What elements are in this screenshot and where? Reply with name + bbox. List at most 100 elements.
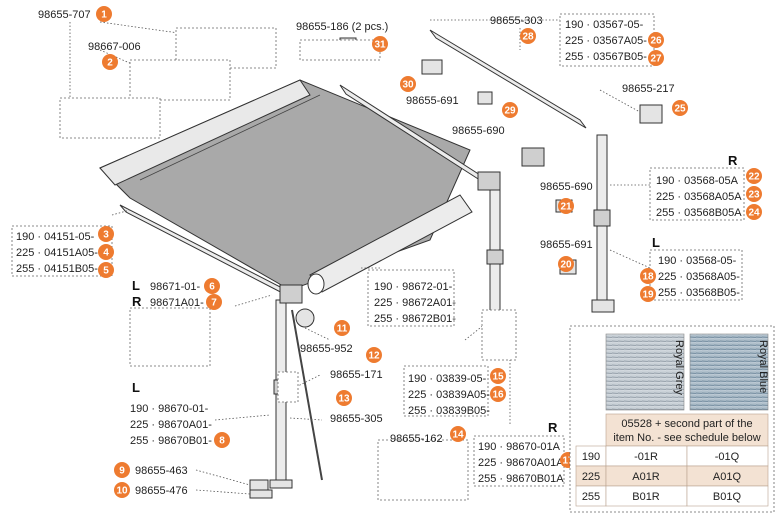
row-size: 225 (582, 471, 600, 483)
callout-31: 31 (372, 36, 388, 52)
row-grey: B01R (632, 491, 660, 503)
callout-19: 19 (640, 286, 656, 302)
callout-22: 22 (746, 168, 762, 184)
callout-9: 9 (114, 462, 130, 478)
svg-text:2: 2 (107, 58, 113, 69)
svg-text:5: 5 (103, 266, 109, 277)
part-labels: 98655-707 98667-006 190 · 04151-05- 225 … (11, 9, 745, 497)
svg-text:22: 22 (748, 172, 760, 183)
label-part-8b: 225 · 98670A01- (130, 419, 212, 431)
svg-text:8: 8 (219, 436, 225, 447)
svg-text:11: 11 (337, 324, 348, 335)
label-part-17b: 225 · 98670A01A (478, 457, 564, 469)
label-part-30: 98655-691 (406, 95, 459, 107)
callouts: 1 2 3 4 5 6 7 8 9 10 11 12 13 14 15 16 1… (96, 6, 762, 498)
box-part-15 (481, 309, 517, 361)
label-side-R-17: R (548, 420, 558, 435)
callout-6: 6 (204, 278, 220, 294)
svg-text:29: 29 (504, 106, 516, 117)
callout-8: 8 (214, 432, 230, 448)
callout-15: 15 (490, 368, 506, 384)
label-side-R-22: R (728, 153, 738, 168)
clip-part-11 (295, 308, 315, 328)
right-end-cap (477, 171, 501, 191)
foot-part-9 (249, 479, 269, 491)
standing-leg-clamp (593, 209, 611, 227)
label-part-26a: 190 · 03567-05- (565, 19, 644, 31)
svg-text:17: 17 (562, 456, 574, 467)
callout-2: 2 (102, 54, 118, 70)
label-part-20: 98655-691 (540, 239, 593, 251)
standing-leg-foot (591, 299, 615, 313)
callout-5: 5 (98, 262, 114, 278)
label-part-13: 98655-305 (330, 413, 383, 425)
row-blue: A01Q (713, 471, 742, 483)
callout-14: 14 (450, 426, 466, 442)
callout-27: 27 (648, 50, 664, 66)
svg-text:3: 3 (103, 230, 109, 241)
swatch-royal-grey (605, 333, 685, 411)
row-blue: B01Q (713, 491, 742, 503)
label-part-2: 98667-006 (88, 41, 141, 53)
box-part-15-16 (403, 365, 489, 417)
swatch-royal-blue (689, 333, 769, 411)
svg-text:9: 9 (119, 466, 125, 477)
box-part-1c (59, 97, 161, 139)
label-part-5: 255 · 04151B05- (16, 263, 98, 275)
callout-29: 29 (502, 102, 518, 118)
left-leg-foot (269, 479, 293, 489)
callout-3: 3 (98, 226, 114, 242)
label-part-22: 190 · 03568-05A (656, 175, 739, 187)
box-part-17 (473, 435, 565, 487)
box-part-2 (129, 59, 231, 101)
svg-text:13: 13 (338, 394, 350, 405)
callout-7: 7 (206, 294, 222, 310)
callout-10: 10 (114, 482, 130, 498)
box-part-14 (377, 439, 469, 501)
callout-30: 30 (400, 76, 416, 92)
table-row: 225 A01R A01Q (575, 465, 769, 487)
swatch-label-grey: Royal Grey (673, 340, 685, 396)
awning-fabric-roll (99, 79, 311, 186)
label-part-29: 98655-690 (452, 125, 505, 137)
top-rafter (429, 29, 587, 129)
box-part-22-24 (649, 167, 745, 221)
label-part-7: 98671A01- (150, 297, 204, 309)
label-side-L-6: L (132, 278, 140, 293)
callout-24: 24 (746, 204, 762, 220)
svg-text:19: 19 (642, 290, 654, 301)
label-part-6: 98671-01- (150, 281, 200, 293)
label-side-L-8: L (132, 380, 140, 395)
label-part-8c: 255 · 98670B01- (130, 435, 212, 447)
label-part-14: 98655-162 (390, 433, 443, 445)
label-part-18a: 190 · 03568-05- (658, 255, 737, 267)
label-part-28: 98655-303 (490, 15, 543, 27)
callout-25: 25 (672, 100, 688, 116)
callout-21: 21 (558, 198, 574, 214)
svg-text:1: 1 (101, 10, 107, 21)
svg-text:7: 7 (211, 298, 217, 309)
left-end-cap (279, 284, 303, 304)
table-row: 190 -01R -01Q (575, 445, 769, 467)
label-part-4: 225 · 04151A05- (16, 247, 98, 259)
swatch-label-blue: Royal Blue (757, 340, 769, 393)
callout-20: 20 (558, 256, 574, 272)
svg-text:10: 10 (116, 486, 128, 497)
svg-text:28: 28 (522, 32, 534, 43)
label-part-15b: 225 · 03839A05- (408, 389, 490, 401)
callout-12: 12 (366, 347, 382, 363)
right-leg-clamp (486, 249, 504, 265)
callout-23: 23 (746, 186, 762, 202)
callout-11: 11 (334, 320, 350, 336)
label-part-26c: 255 · 03567B05- (565, 51, 647, 63)
svg-text:31: 31 (374, 40, 386, 51)
label-part-12: 98655-171 (330, 369, 383, 381)
svg-text:25: 25 (674, 104, 686, 115)
label-part-1: 98655-707 (38, 9, 91, 21)
box-part-18-19 (649, 249, 743, 301)
label-part-31: 98655-186 (2 pcs.) (296, 21, 388, 33)
row-grey: -01R (634, 451, 658, 463)
row-blue: -01Q (715, 451, 740, 463)
svg-text:26: 26 (650, 36, 662, 47)
